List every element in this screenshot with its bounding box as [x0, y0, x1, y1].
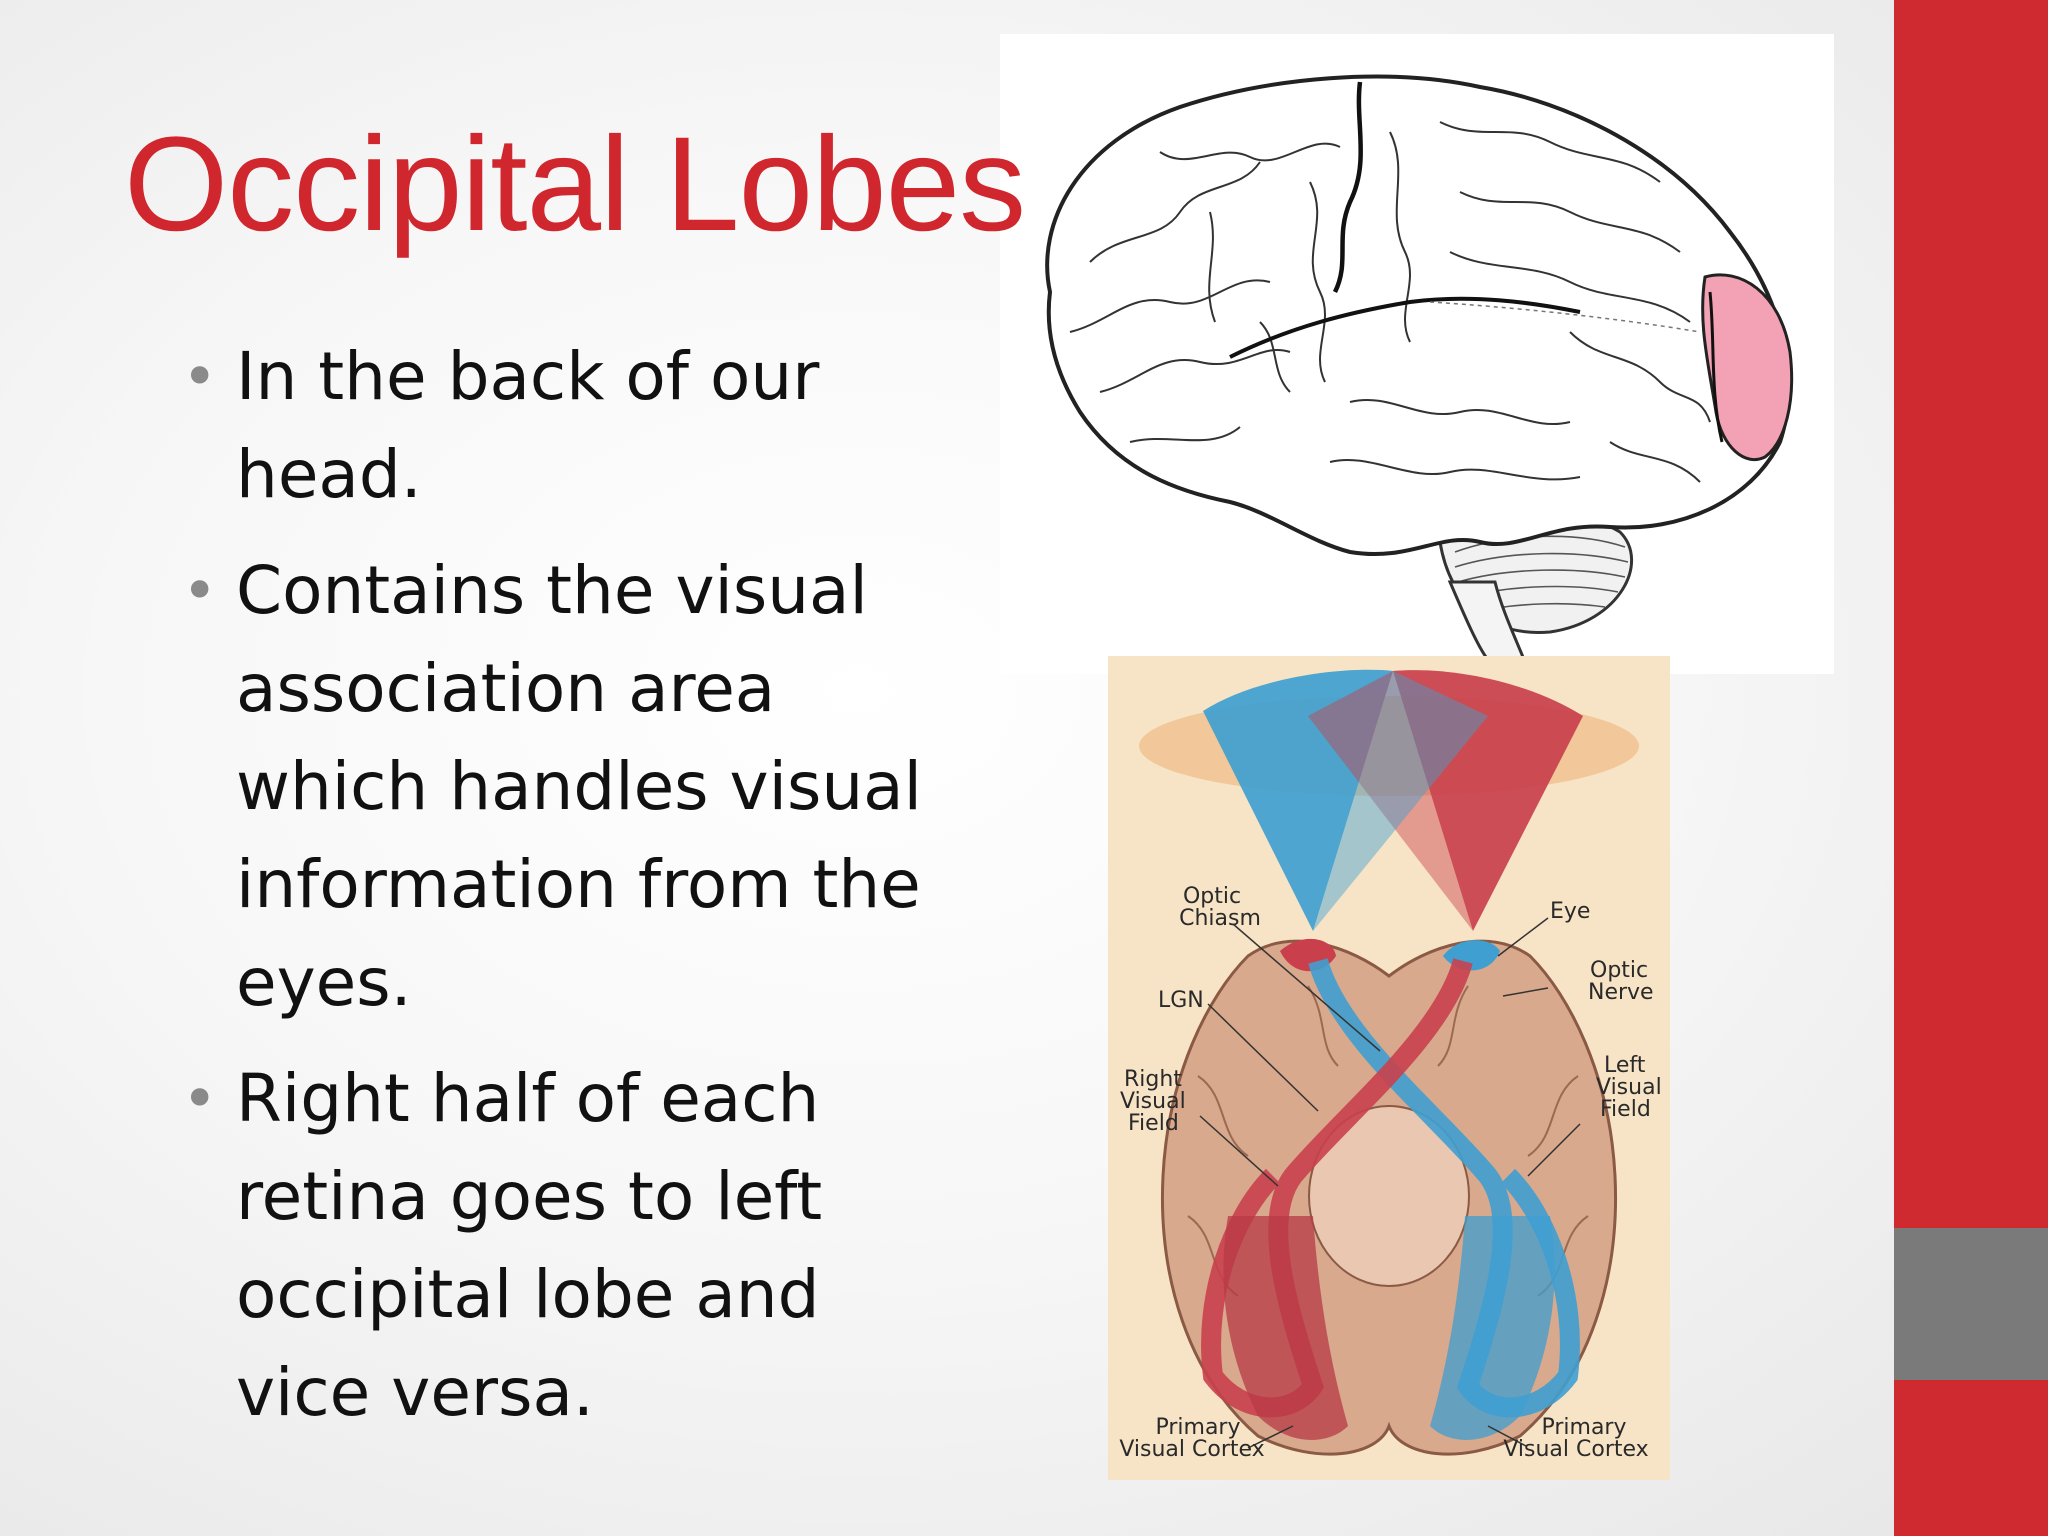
- label-right-visual-field-line2: Visual: [1120, 1089, 1186, 1114]
- label-left-visual-field-line2: Visual: [1596, 1075, 1662, 1100]
- label-optic-chiasm-line2: Chiasm: [1179, 906, 1261, 931]
- side-band-red-top: [1894, 0, 2048, 1228]
- blue-cortex-region: [1430, 1216, 1555, 1440]
- brain-gyri: [1069, 121, 1711, 483]
- cross-cone-red: [1308, 671, 1473, 931]
- label-leader-lines: [1199, 917, 1581, 1449]
- bullet-text: Contains the visual association area whi…: [236, 552, 922, 1021]
- label-primary-visual-cortex-right-line1: Primary: [1541, 1415, 1626, 1440]
- brain-stem-shape: [1447, 580, 1527, 662]
- bullet-marker: •: [182, 1064, 218, 1134]
- parieto-occipital-boundary: [1708, 291, 1724, 443]
- label-primary-visual-cortex-left-line2: Visual Cortex: [1119, 1437, 1264, 1462]
- lateral-sulcus: [1229, 296, 1581, 359]
- red-cortex-region: [1223, 1216, 1348, 1440]
- bullet-marker: •: [182, 342, 218, 412]
- right-field-cone-red: [1393, 670, 1583, 931]
- label-left-visual-field-line3: Field: [1600, 1097, 1651, 1122]
- bullet-item: • Right half of each retina goes to left …: [180, 1050, 940, 1442]
- left-field-cone-blue: [1203, 669, 1393, 931]
- side-band-red-bottom: [1894, 1380, 2048, 1536]
- occipital-lobe-highlight: [1701, 273, 1794, 462]
- brain-lateral-icon: [1045, 74, 1794, 662]
- side-band-gray: [1894, 1228, 2048, 1380]
- label-primary-visual-cortex-right-line2: Visual Cortex: [1503, 1437, 1648, 1462]
- cross-cone-blue: [1313, 671, 1488, 931]
- bullet-marker: •: [182, 556, 218, 626]
- slide-title: Occipital Lobes: [124, 110, 1026, 259]
- bullet-list: • In the back of our head. • Contains the …: [180, 328, 940, 1460]
- central-sulcus: [1332, 81, 1363, 294]
- label-eye: Eye: [1550, 899, 1590, 924]
- label-optic-nerve-line1: Optic: [1590, 958, 1648, 983]
- dotted-boundary: [1429, 301, 1701, 333]
- label-optic-nerve-line2: Nerve: [1588, 980, 1654, 1005]
- label-optic-chiasm-line1: Optic: [1183, 884, 1241, 909]
- visual-pathway-icon: Optic Chiasm Eye LGN Optic Nerve Right V…: [1108, 656, 1670, 1480]
- label-right-visual-field-line3: Field: [1128, 1111, 1179, 1136]
- label-left-visual-field-line1: Left: [1604, 1053, 1646, 1078]
- label-right-visual-field-line1: Right: [1124, 1067, 1182, 1092]
- brainstem-center: [1308, 1105, 1470, 1287]
- label-lgn: LGN: [1158, 988, 1204, 1013]
- bullet-item: • Contains the visual association area wh…: [180, 542, 940, 1032]
- label-primary-visual-cortex-left-line1: Primary: [1155, 1415, 1240, 1440]
- bullet-item: • In the back of our head.: [180, 328, 940, 524]
- bullet-text: In the back of our head.: [236, 338, 820, 513]
- bullet-text: Right half of each retina goes to left o…: [236, 1060, 823, 1431]
- cerebrum-outline: [1045, 74, 1791, 557]
